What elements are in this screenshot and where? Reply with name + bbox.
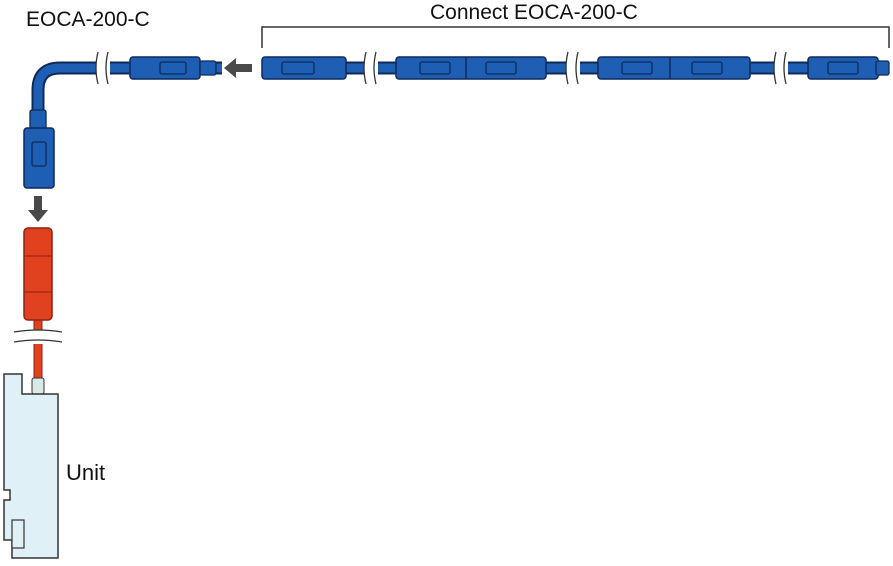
cable-label-left: EOCA-200-C <box>26 8 150 31</box>
cable-chain-label: Connect EOCA-200-C <box>430 1 638 24</box>
chain-bracket <box>261 26 890 48</box>
connector-main-end <box>129 56 217 80</box>
red-connector-cable <box>23 227 53 381</box>
chain-connector <box>261 56 347 80</box>
cable-break-mark <box>565 51 580 85</box>
unit-body <box>3 373 59 559</box>
arrow-down-icon <box>28 196 48 222</box>
eoca-cable-main <box>31 61 222 138</box>
arrow-left-icon <box>224 58 252 78</box>
chain-connector <box>807 56 890 80</box>
chain-connector <box>597 56 751 80</box>
connector-vertical <box>23 109 55 189</box>
chain-connector <box>395 56 547 80</box>
cable-break-mark <box>773 51 788 85</box>
cable-break-mark <box>95 51 110 85</box>
cable-break-mark <box>363 51 378 85</box>
cable-break-mark <box>13 329 63 344</box>
cable-gland <box>31 377 45 395</box>
unit-label: Unit <box>66 460 106 485</box>
cable-chain <box>261 51 890 85</box>
